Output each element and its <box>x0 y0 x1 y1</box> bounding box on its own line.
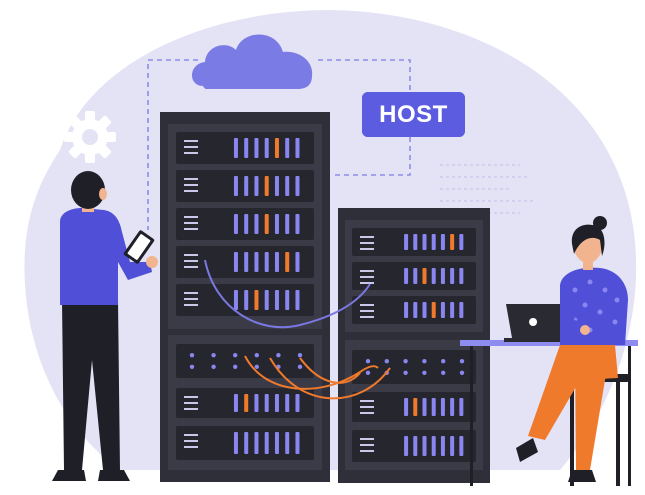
server-unit <box>176 132 314 164</box>
server-unit <box>176 170 314 202</box>
server-unit <box>352 228 476 256</box>
server-unit <box>176 388 314 418</box>
desk <box>460 340 638 486</box>
host-badge: HOST <box>362 92 465 137</box>
woman-figure <box>516 216 630 486</box>
dashed-connectors <box>147 59 411 230</box>
server-unit <box>176 284 314 316</box>
server-unit <box>176 426 314 460</box>
server-unit <box>352 296 476 324</box>
server-unit <box>176 246 314 278</box>
server-unit <box>352 262 476 290</box>
host-badge-label: HOST <box>379 100 448 128</box>
gear-icon <box>64 111 116 163</box>
cloud-icon <box>191 34 313 89</box>
server-unit <box>352 430 476 462</box>
laptop-icon <box>504 304 582 342</box>
man-figure <box>52 171 158 481</box>
server-unit <box>352 392 476 422</box>
server-unit <box>176 208 314 240</box>
server-unit <box>176 344 314 378</box>
tablet-icon <box>123 230 155 264</box>
cables <box>204 259 391 400</box>
server-rack-left <box>160 112 330 482</box>
